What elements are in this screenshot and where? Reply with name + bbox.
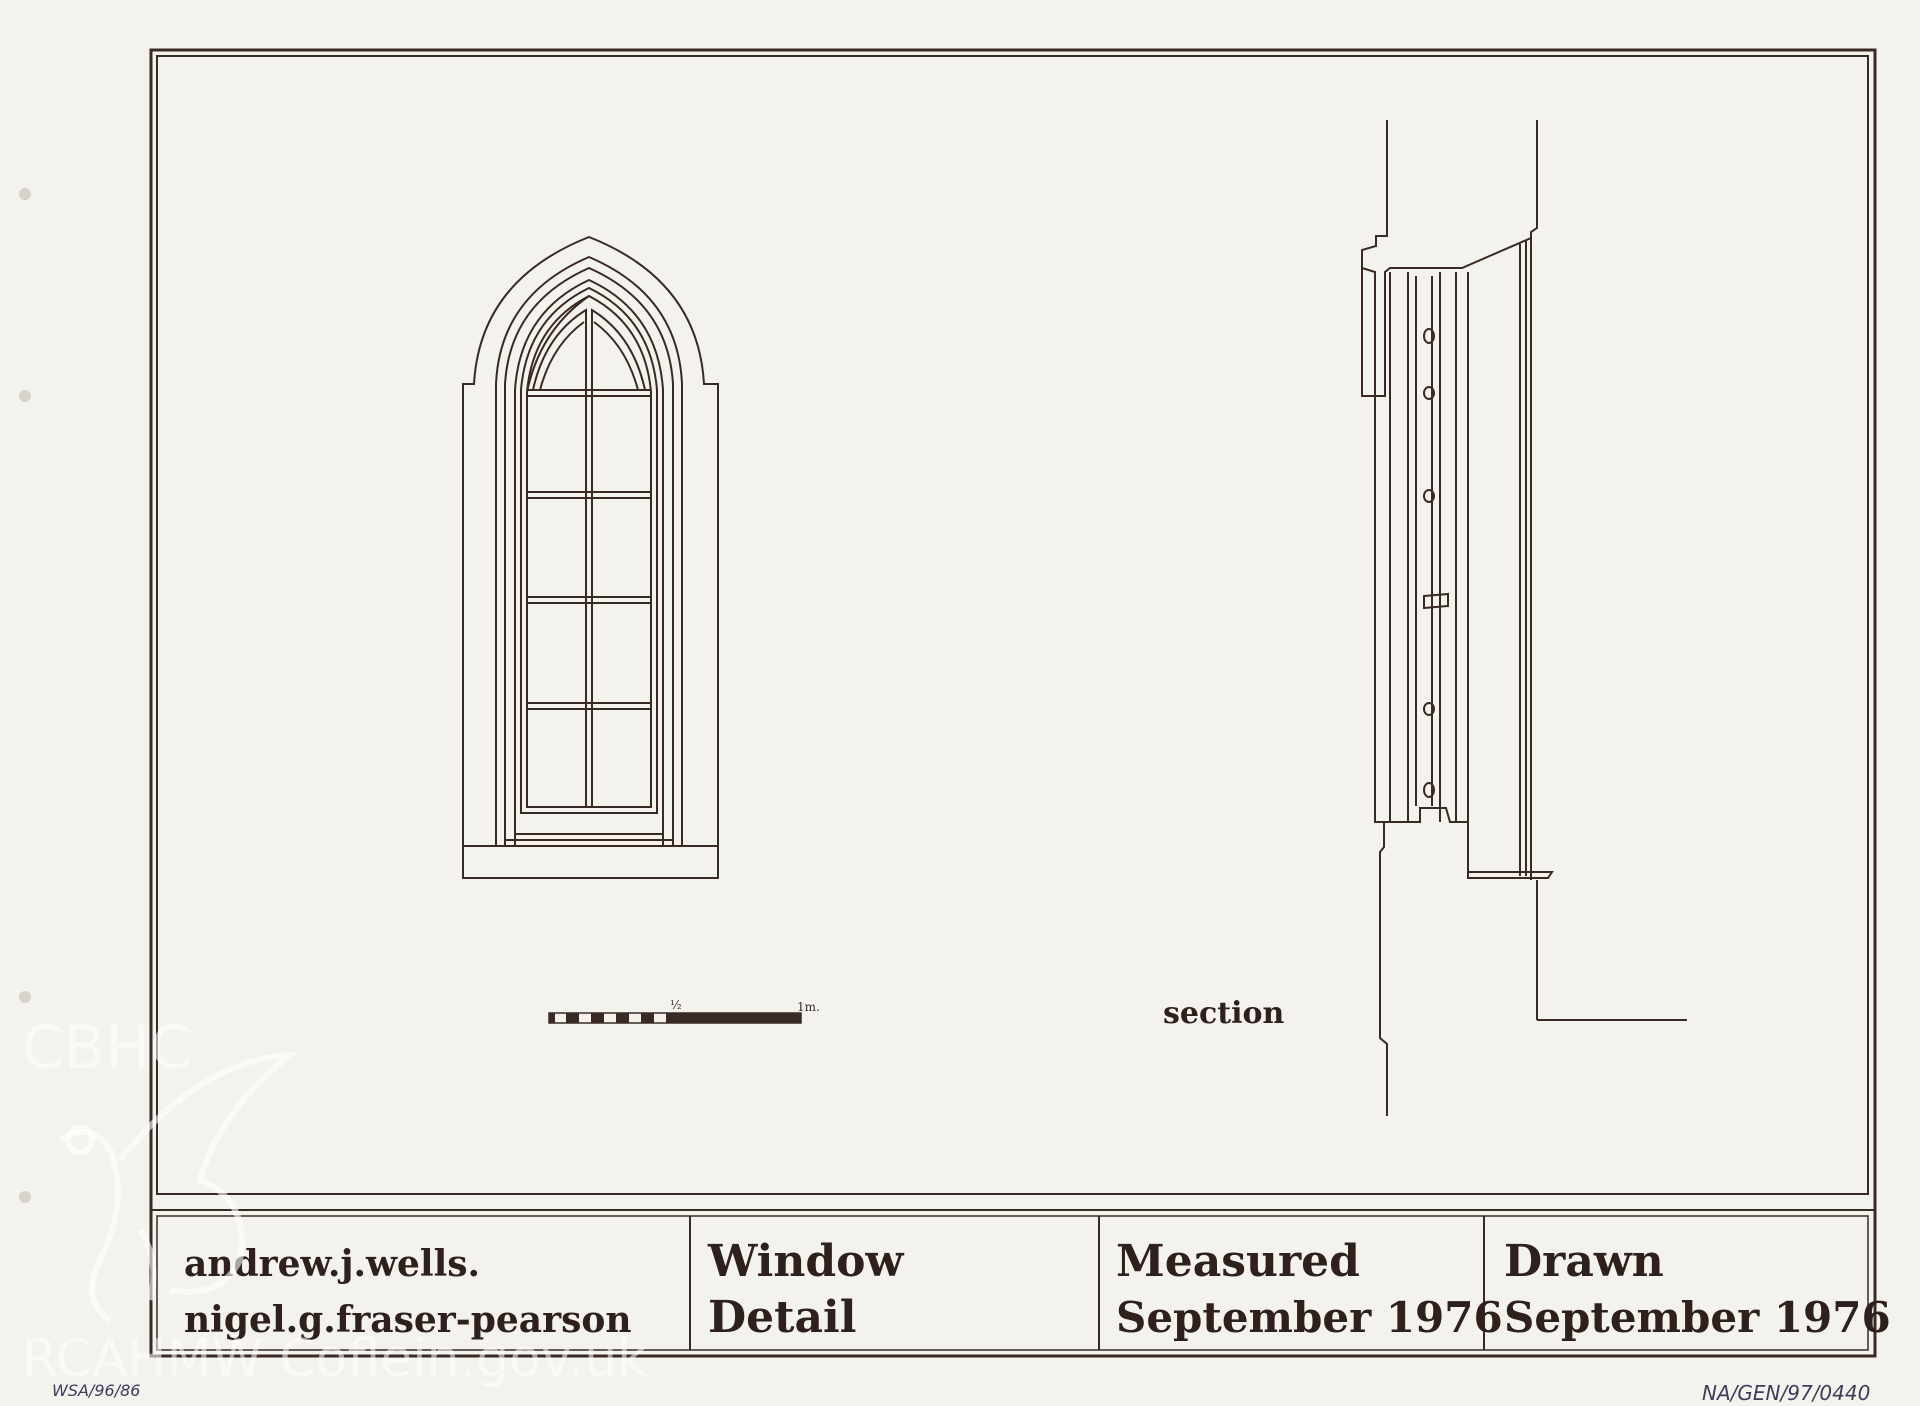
drawing-frame — [156, 55, 1869, 1195]
scale-bar: ½ 1m. — [548, 998, 820, 1024]
drawn-date: September 1976 — [1504, 1293, 1891, 1342]
author-name-2: nigel.g.fraser-pearson — [184, 1299, 632, 1341]
sheet-border — [149, 48, 1877, 1358]
measured-label: Measured — [1116, 1236, 1360, 1287]
watermark-cbhc: CBHC — [22, 1013, 192, 1083]
drawn-label: Drawn — [1504, 1236, 1664, 1287]
reference-note-right: NA/GEN/97/0440 — [1702, 1381, 1870, 1405]
subject-line-1: Window — [707, 1236, 904, 1287]
scale-bar-end-label: 1m. — [797, 1000, 820, 1014]
watermark-rcahmw: RCAHMW Coflein.gov.uk — [22, 1329, 647, 1389]
watermark: CBHC RCAHMW Coflein.gov.uk — [22, 1013, 647, 1389]
section-label: section — [1163, 996, 1285, 1031]
reference-note-left: WSA/96/86 — [52, 1381, 140, 1400]
window-section — [1361, 120, 1687, 1116]
measured-date: September 1976 — [1116, 1293, 1503, 1342]
dragon-icon — [58, 1051, 300, 1323]
binder-holes — [19, 188, 31, 1203]
title-block: andrew.j.wells. nigel.g.fraser-pearson W… — [150, 1209, 1891, 1357]
subject-line-2: Detail — [708, 1292, 856, 1343]
author-name-1: andrew.j.wells. — [184, 1243, 480, 1285]
window-elevation — [462, 235, 719, 879]
scale-bar-half-label: ½ — [670, 998, 682, 1012]
